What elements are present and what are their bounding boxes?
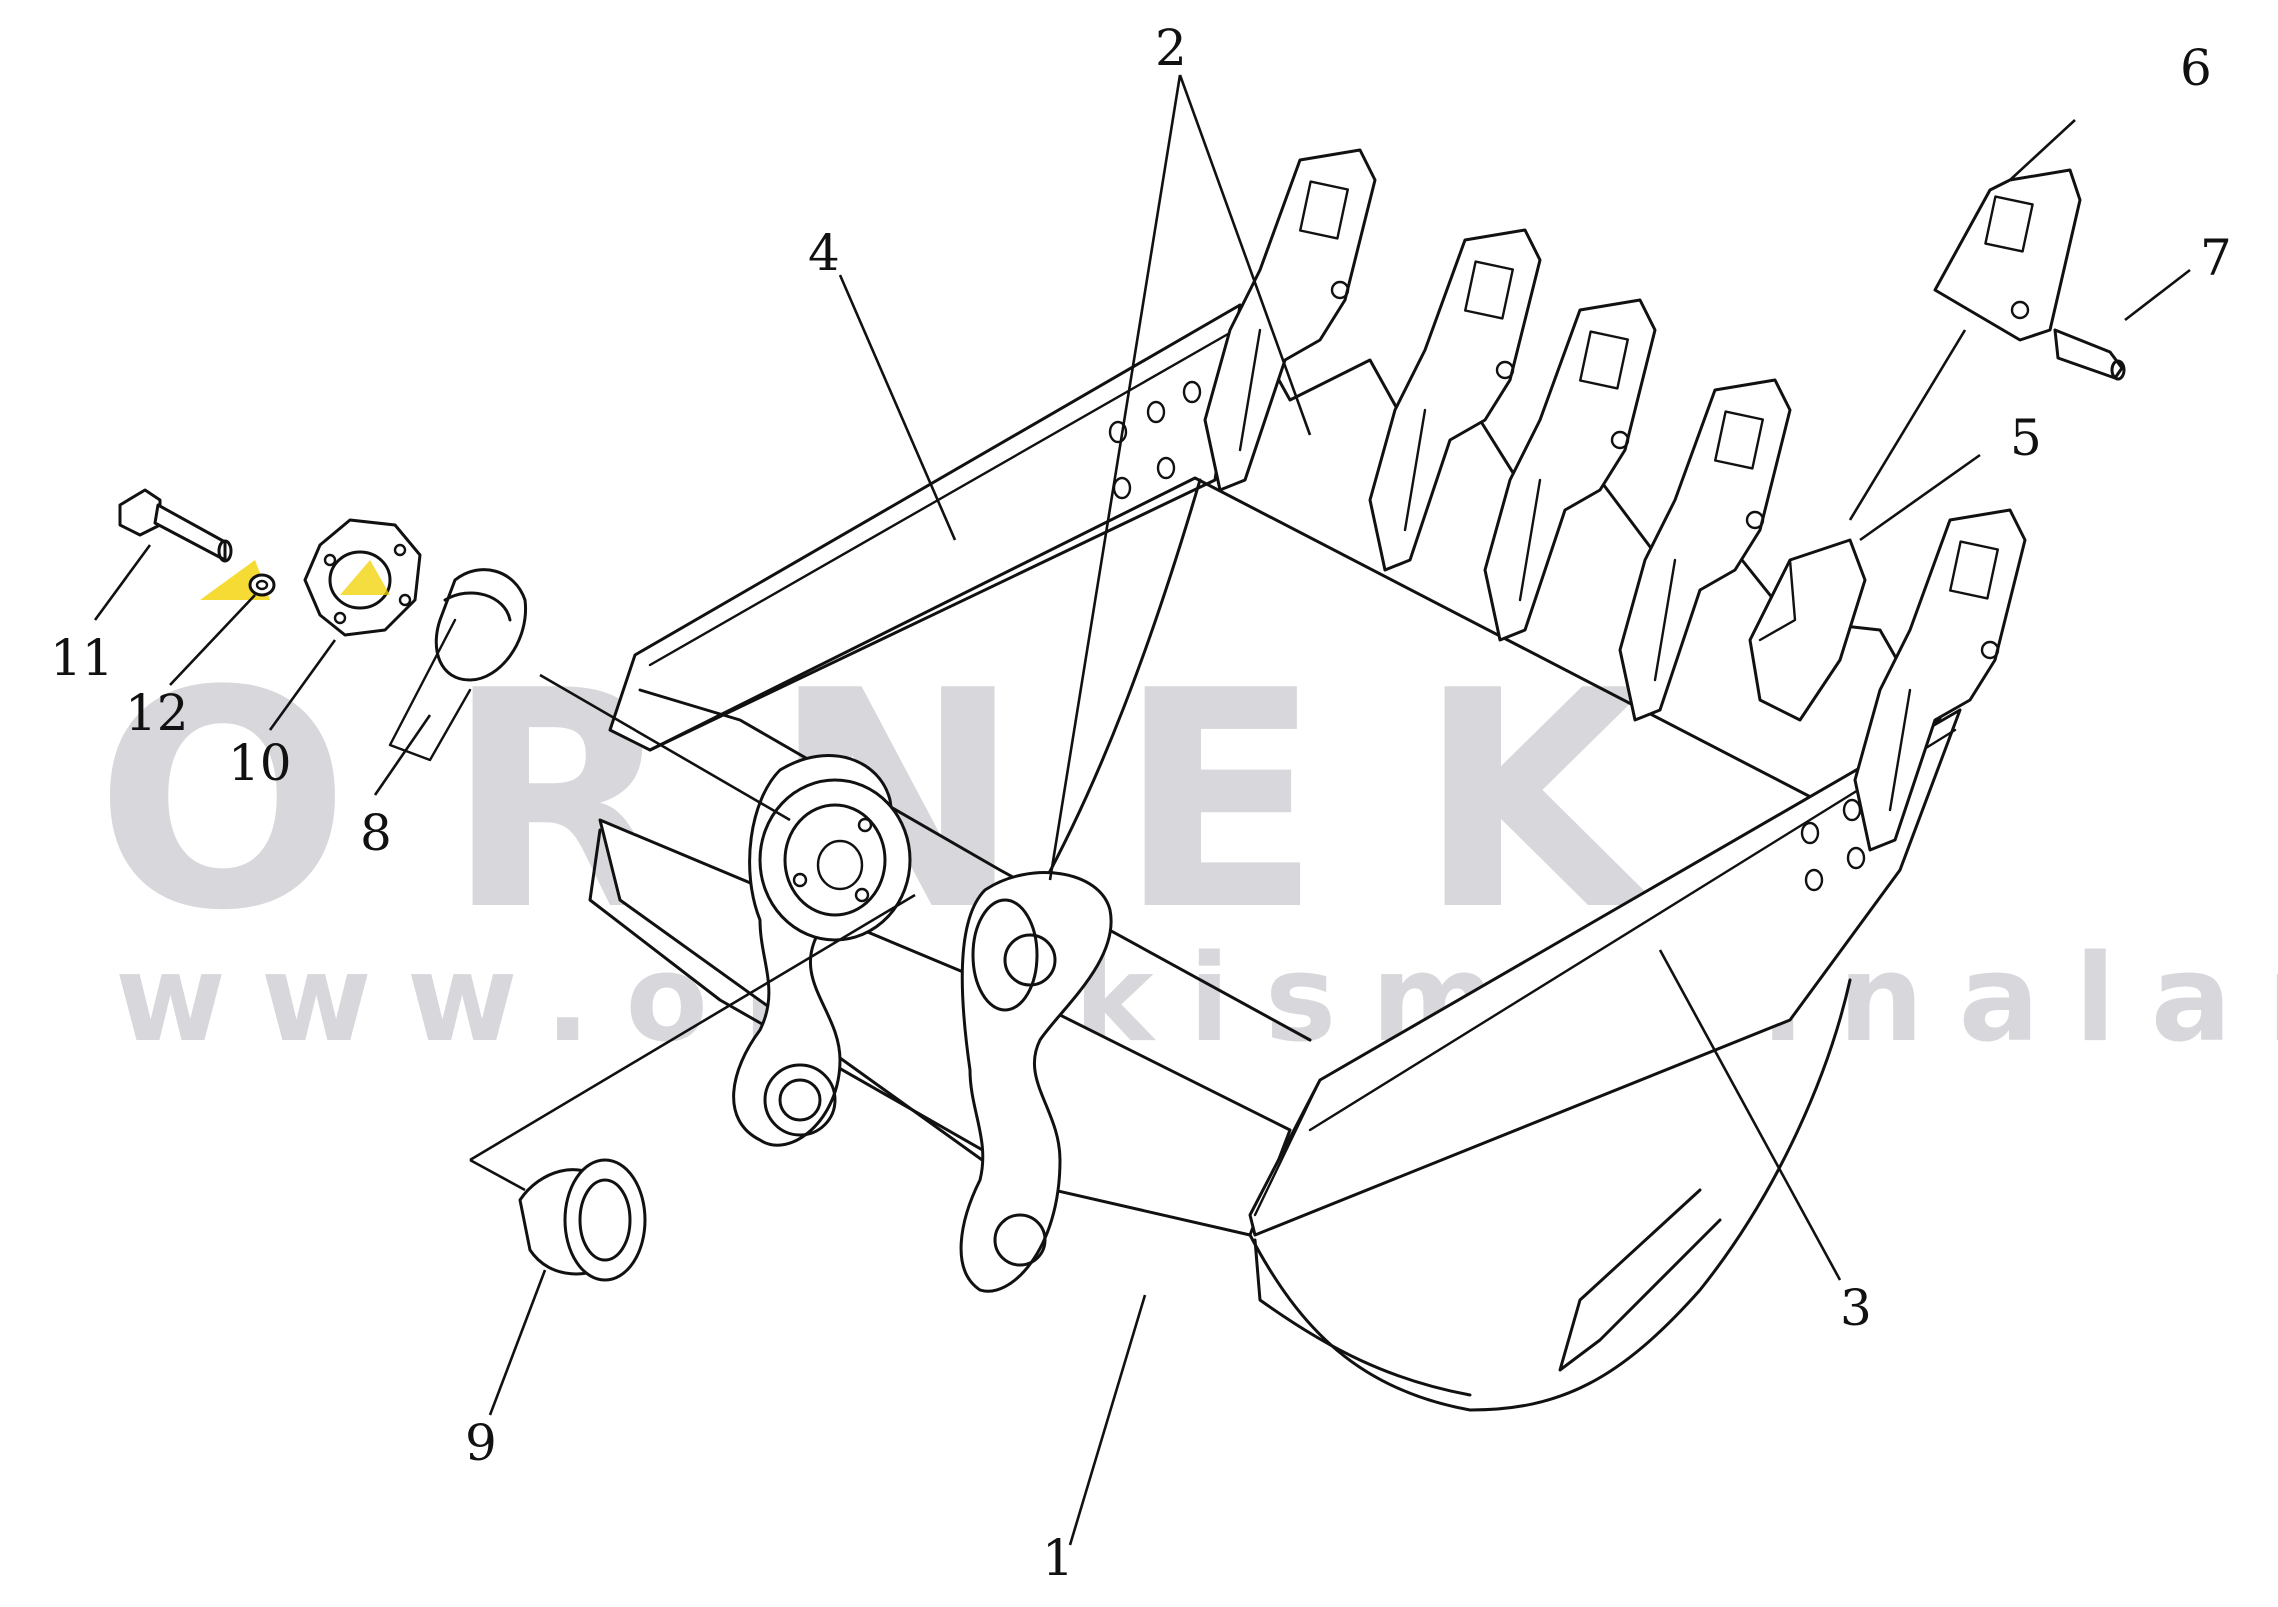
callout-12: 12 bbox=[125, 684, 189, 742]
right-side-plate bbox=[1248, 708, 1962, 1237]
watermark-url: www.ornekismakinalari.com.tr bbox=[115, 930, 2278, 1069]
watermark-brand: ORNEK bbox=[95, 627, 1745, 976]
callout-11: 11 bbox=[50, 629, 114, 687]
callout-labels: 1 2 3 4 5 6 7 8 9 10 11 12 bbox=[50, 19, 2232, 1587]
callout-6: 6 bbox=[2180, 39, 2212, 97]
callout-3: 3 bbox=[1840, 1279, 1872, 1337]
left-plate-holes bbox=[1108, 380, 1202, 500]
tooth-point-6 bbox=[1933, 168, 2082, 342]
front-link-lug bbox=[959, 871, 1113, 1293]
callout-8: 8 bbox=[360, 804, 392, 862]
bucket-body bbox=[588, 303, 1962, 1412]
callout-9: 9 bbox=[465, 1414, 497, 1472]
bucket-shell bbox=[1248, 978, 1852, 1412]
bolt-11 bbox=[118, 488, 233, 563]
bucket-tooth bbox=[1483, 298, 1657, 642]
callout-2: 2 bbox=[1155, 19, 1187, 77]
bucket-teeth bbox=[1203, 148, 2027, 852]
callout-4: 4 bbox=[808, 224, 840, 282]
callout-7: 7 bbox=[2200, 229, 2232, 287]
snap-ring-8 bbox=[388, 568, 528, 762]
bucket-tooth bbox=[1203, 148, 1377, 492]
callout-10: 10 bbox=[228, 734, 292, 792]
bucket-tooth bbox=[1368, 228, 1542, 572]
boss-ring bbox=[758, 778, 912, 942]
callout-5: 5 bbox=[2010, 409, 2042, 467]
watermark: ORNEK www.ornekismakinalari.com.tr bbox=[95, 627, 2278, 1069]
side-wear-strip bbox=[1558, 1188, 1722, 1372]
tooth-pin-7 bbox=[2053, 328, 2126, 381]
bushing-9 bbox=[518, 1158, 647, 1282]
tooth-adapter-5 bbox=[1748, 538, 1867, 722]
retainer-plate-10 bbox=[303, 518, 422, 637]
washer-12 bbox=[200, 560, 276, 600]
bucket-tooth bbox=[1853, 508, 2027, 852]
callout-1: 1 bbox=[1042, 1529, 1074, 1587]
bucket-tooth bbox=[1618, 378, 1792, 722]
leader-lines bbox=[93, 74, 2191, 1546]
